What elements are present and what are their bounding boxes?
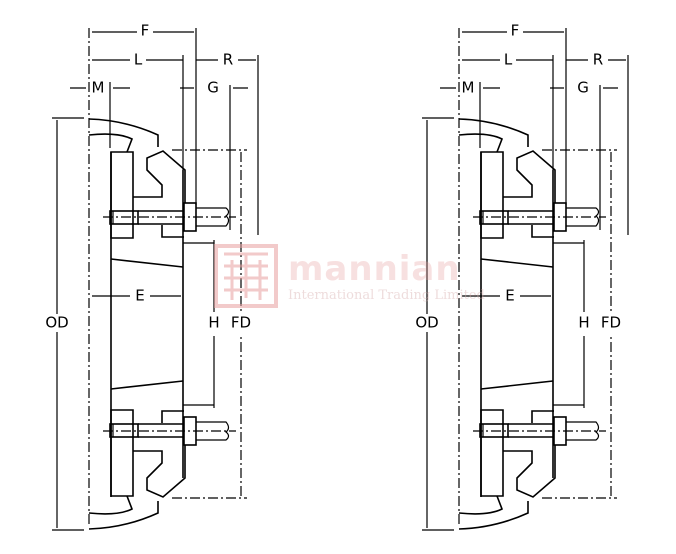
extension-lines (479, 28, 629, 235)
hub-outer-curve (88, 118, 159, 147)
label-bg (202, 314, 226, 332)
bolt-thread (196, 421, 230, 441)
dimension-label-m: M (462, 79, 475, 97)
upper-half (52, 117, 247, 320)
hub-outer-curve (88, 501, 159, 530)
dimension-label-h: H (208, 314, 219, 332)
dimension-label-f: F (511, 22, 520, 40)
dimension-label-m: M (92, 79, 105, 97)
flange-left (110, 409, 134, 497)
dimension-label-e: E (135, 287, 144, 305)
fd-dim-line (172, 149, 247, 312)
flange-lower (531, 225, 554, 238)
bushing-drawing-right: FL R M G E OD H FD (415, 22, 629, 531)
bore-lines (480, 152, 554, 497)
hub-inner-curve (458, 495, 504, 515)
taper-line (110, 380, 184, 390)
hub-inner-curve (458, 133, 504, 153)
dimension-label-g: G (207, 79, 219, 97)
watermark: mannian International Trading Limited (214, 244, 485, 308)
dimension-label-l: L (134, 51, 143, 69)
flange-right (133, 150, 186, 203)
label-bg (415, 314, 439, 332)
watermark-seal-icon (214, 244, 278, 308)
bolt-shank (138, 423, 184, 438)
h-dim-line (183, 240, 215, 312)
watermark-brand: mannian (288, 249, 461, 289)
fd-dim-line (172, 336, 247, 499)
hub-outer-curve (458, 501, 529, 530)
label-bg (229, 314, 253, 332)
flange-right (503, 150, 556, 203)
od-dim-line (422, 328, 454, 531)
flange-lower (531, 410, 554, 423)
bore-lines (110, 152, 184, 497)
extension-lines (109, 28, 259, 235)
label-bg (45, 314, 69, 332)
dimension-label-f: F (141, 22, 150, 40)
flange-left (480, 151, 504, 239)
dimension-label-od: OD (45, 314, 68, 332)
dimension-label-r: R (593, 51, 603, 69)
h-dim-line (183, 336, 215, 408)
label-bg (572, 314, 596, 332)
fd-dim-line (542, 336, 617, 499)
hub-outer-curve (458, 118, 529, 147)
od-dim-line (52, 328, 84, 531)
label-bg (599, 314, 623, 332)
dimension-label-fd: FD (601, 314, 621, 332)
dimension-label-r: R (223, 51, 233, 69)
dimension-label-fd: FD (231, 314, 251, 332)
flange-lower (161, 410, 184, 423)
fd-dim-line (542, 149, 617, 312)
taper-line (110, 258, 184, 268)
dimension-label-e: E (505, 287, 514, 305)
h-dim-line (553, 336, 585, 408)
bolt-thread (196, 207, 230, 227)
dimension-label-g: G (577, 79, 589, 97)
hub-inner-curve (88, 133, 134, 153)
dimension-label-h: H (578, 314, 589, 332)
flange-right (133, 445, 186, 498)
bolt-shank (508, 423, 554, 438)
od-dim-line (422, 117, 454, 320)
taper-line (480, 380, 554, 390)
lower-half (52, 328, 247, 531)
od-dim-line (52, 117, 84, 320)
bolt-shank (138, 210, 184, 225)
bolt-thread (566, 207, 600, 227)
bolt-thread (566, 421, 600, 441)
taper-line (480, 258, 554, 268)
bushing-drawing-left: FL R M G E OD H FD (45, 22, 259, 531)
dimension-label-od: OD (415, 314, 438, 332)
flange-right (503, 445, 556, 498)
dimension-label-l: L (504, 51, 513, 69)
bolt-shank (508, 210, 554, 225)
flange-left (110, 151, 134, 239)
hub-inner-curve (88, 495, 134, 515)
watermark-subtitle: International Trading Limited (288, 288, 485, 303)
lower-half (422, 328, 617, 531)
flange-lower (161, 225, 184, 238)
h-dim-line (553, 240, 585, 312)
flange-left (480, 409, 504, 497)
